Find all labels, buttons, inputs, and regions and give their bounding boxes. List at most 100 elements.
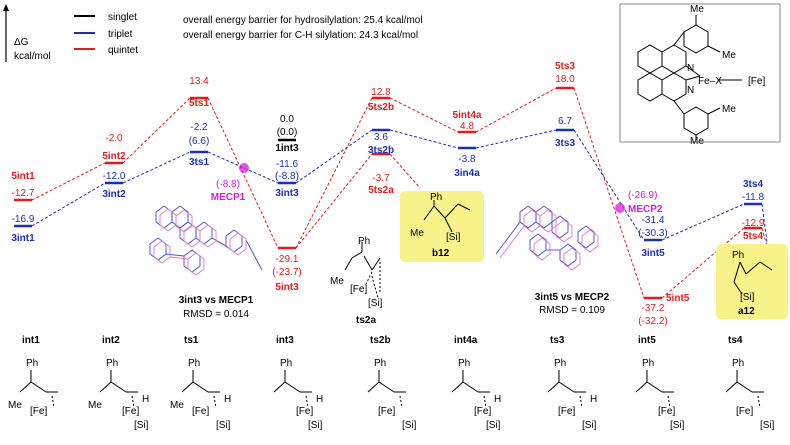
product-a12-ph: Ph: [732, 250, 744, 261]
energy-5int1: -12.7: [12, 188, 35, 199]
bond: [451, 381, 464, 393]
name-3int3: 3int3: [275, 188, 299, 199]
axis-label-unit: kcal/mol: [14, 51, 51, 62]
product-b12: Ph Me [Si] b12: [400, 191, 484, 262]
structure-fe-ts3: [Fe]: [558, 406, 575, 417]
name-5ts2b: 5ts2b: [368, 102, 394, 113]
structure-h-ts3: H: [590, 394, 597, 405]
name-5int2: 5int2: [102, 151, 126, 162]
barrier-ch-silylation: overall energy barrier for C-H silylatio…: [183, 30, 418, 41]
structure-me-int1: Me: [8, 400, 22, 411]
catalyst-fe-x: Fe–X: [698, 76, 722, 87]
bond: [558, 381, 575, 393]
name-5int4a: 5int4a: [453, 110, 482, 121]
energy-3int5: -31.4: [642, 215, 665, 226]
catalyst-me-top-a: Me: [690, 4, 704, 15]
energy2-5int5: (-32.2): [638, 316, 667, 327]
bond: [213, 395, 217, 409]
product-b12-me: Me: [410, 228, 424, 239]
y-axis-arrowhead: [3, 4, 9, 11]
structure-fe-ts2b: [Fe]: [378, 406, 395, 417]
structure-ph-int5: Ph: [642, 358, 654, 369]
name-5ts1: 5ts1: [189, 98, 209, 109]
name-mecp1: MECP1: [211, 192, 246, 203]
mecp1-point: [239, 163, 249, 173]
structure-name-ts3: ts3: [550, 335, 565, 346]
catalyst-me-top-b: Me: [722, 50, 736, 61]
energy-labels: -12.7 5int1 -16.9 3int1 -2.0 5int2 -12.0…: [11, 61, 765, 327]
name-mecp2: MECP2: [628, 204, 663, 215]
product-b12-highlight: [400, 191, 484, 262]
energy-3ts2b: 3.6: [374, 132, 388, 143]
overlay-structure-right: [495, 205, 599, 271]
structure-ph-int3: Ph: [280, 358, 292, 369]
structure-name-ts2b: ts2b: [370, 335, 391, 346]
bond: [378, 381, 395, 393]
catalyst-structure: Me Me N N Fe–X [Fe] Me Me: [619, 3, 781, 147]
structure-ph-ts3: Ph: [554, 358, 566, 369]
bond: [192, 381, 209, 393]
ts2a-structure: Ph Me [Fe] [Si] ts2a: [330, 236, 383, 326]
ts2a-fe: [Fe]: [350, 284, 367, 295]
name-3in4a: 3in4a: [454, 168, 480, 179]
name-3ts3: 3ts3: [555, 138, 575, 149]
bond: [110, 381, 127, 393]
structure-ph-int1: Ph: [26, 358, 38, 369]
structure-si-int2: [Si]: [134, 420, 149, 431]
connectors: [31, 87, 769, 299]
structure-name-int5: int5: [638, 335, 656, 346]
structure-ph-ts2b: Ph: [374, 358, 386, 369]
overlay-right-rmsd: RMSD = 0.109: [539, 305, 605, 316]
legend: singlet triplet quintet: [74, 12, 138, 56]
bond: [181, 381, 194, 393]
bond: [367, 381, 380, 393]
structure-h-ts1: H: [224, 394, 231, 405]
quintet-connectors: [31, 87, 769, 299]
structure-name-ts4: ts4: [728, 335, 743, 346]
name-1int3: 1int3: [275, 143, 299, 154]
y-axis: ΔG kcal/mol: [3, 4, 51, 62]
structure-si-ts4: [Si]: [760, 420, 775, 431]
bond: [757, 395, 761, 409]
name-5ts2a: 5ts2a: [368, 185, 394, 196]
energy-5int5: -37.2: [642, 303, 665, 314]
energy2-3int5: (-30.3): [638, 228, 667, 239]
bond: [51, 395, 55, 409]
energy-1int3: 0.0: [280, 114, 294, 125]
catalyst-me-bot-a: Me: [722, 104, 736, 115]
legend-label-triplet: triplet: [108, 29, 133, 40]
bond: [579, 395, 583, 409]
energy-3ts4: -11.8: [742, 192, 764, 203]
structure-name-int3: int3: [276, 335, 294, 346]
structure-name-int4a: int4a: [454, 335, 478, 346]
structure-name-int1: int1: [22, 335, 40, 346]
catalyst-fe-tag: [Fe]: [748, 76, 765, 87]
name-3ts2b: 3ts2b: [368, 145, 394, 156]
bond: [646, 381, 663, 393]
bond: [725, 381, 738, 393]
triplet-connectors: [31, 129, 769, 251]
structure-fe-int2: [Fe]: [122, 406, 139, 417]
barrier-hydrosilylation: overall energy barrier for hydrosilylati…: [183, 15, 423, 26]
product-a12-label: a12: [738, 306, 755, 317]
structure-fe-ts1: [Fe]: [192, 406, 209, 417]
ts2a-label: ts2a: [356, 315, 376, 326]
structure-fe-int5: [Fe]: [658, 406, 675, 417]
name-3int5: 3int5: [641, 248, 665, 259]
overlay-left-caption: 3int3 vs MECP1: [179, 295, 254, 306]
bond: [462, 381, 479, 393]
catalyst-box: [619, 3, 781, 143]
product-a12-highlight: [716, 244, 788, 319]
structure-fe-int4a: [Fe]: [474, 406, 491, 417]
overlay-left-rmsd: RMSD = 0.014: [183, 309, 249, 320]
overlay-structure-left: [149, 205, 263, 276]
product-b12-si: [Si]: [446, 232, 461, 243]
structure-si-int5: [Si]: [670, 420, 685, 431]
energy-3int3: -11.6: [276, 159, 298, 170]
energy-5ts2a: -3.7: [372, 173, 390, 184]
bond: [19, 381, 32, 393]
structure-fe-ts4: [Fe]: [736, 406, 753, 417]
mecp2-point: [615, 203, 625, 213]
